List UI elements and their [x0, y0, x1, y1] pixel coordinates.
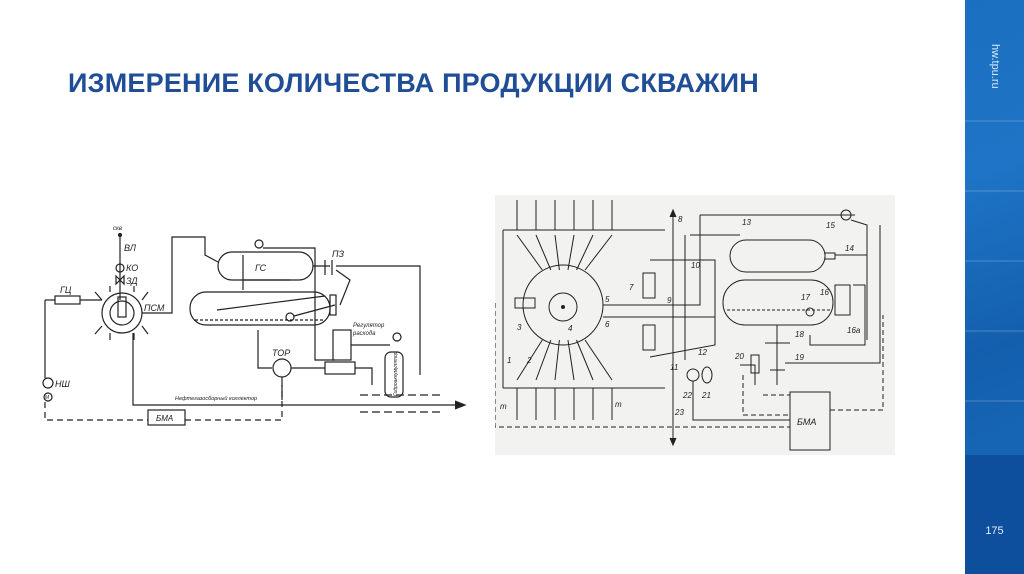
item-21-icon — [701, 366, 713, 384]
well-line — [535, 339, 552, 381]
page-number: 175 — [985, 525, 1004, 537]
num-17: 17 — [801, 293, 810, 302]
num-16: 16 — [820, 288, 829, 297]
label-gc: ГЦ — [60, 285, 72, 295]
num-20: 20 — [734, 352, 744, 361]
label-tor: ТОР — [272, 348, 290, 358]
psm-switch-icon — [101, 292, 143, 334]
num-15: 15 — [826, 221, 835, 230]
num-12: 12 — [698, 348, 707, 357]
motor-icon — [43, 392, 53, 402]
label-collector: Нефтегазосборный коллектор — [175, 395, 257, 402]
well-measurement-scheme-right: 1 2 3 4 5 6 7 8 9 10 11 12 13 14 15 16 1… — [495, 195, 895, 455]
label-zd: ЗД — [126, 276, 138, 286]
label-bma-right: БМА — [797, 417, 816, 427]
hydro-drive-icon — [514, 297, 536, 309]
label-accumulator: Гидроаккумулятор — [393, 351, 399, 396]
pressure-gauge-icon — [254, 239, 264, 249]
label-ko: КО — [126, 263, 138, 273]
lower-vessel — [722, 279, 834, 326]
check-valve-icon — [115, 263, 125, 273]
item-22-icon — [686, 368, 700, 382]
num-22: 22 — [682, 391, 692, 400]
item-15-icon — [840, 209, 852, 221]
flow-regulator-icon — [332, 329, 352, 361]
well-line — [554, 234, 560, 271]
label-motor: М — [45, 395, 50, 401]
gate-valve-icon — [115, 274, 125, 286]
num-10: 10 — [691, 261, 700, 270]
num-19: 19 — [795, 353, 804, 362]
num-23: 23 — [674, 408, 684, 417]
label-m-right: m — [615, 400, 622, 409]
bma-block — [147, 409, 186, 426]
well-line — [576, 234, 594, 271]
well-line — [584, 234, 613, 271]
num-6: 6 — [605, 320, 610, 329]
site-url: hw.tpu.ru — [989, 44, 1001, 89]
label-vl: ВЛ — [124, 243, 137, 253]
label-well: скв — [113, 226, 122, 232]
well-measurement-scheme-left: скв ВЛ КО ЗД ГЦ ПСМ ГС ПЗ Регулятор расх… — [42, 226, 467, 426]
sidebar-banner: hw.tpu.ru 175 — [965, 0, 1024, 574]
well-line — [554, 339, 560, 381]
label-nsh: НШ — [55, 379, 70, 389]
num-3: 3 — [517, 323, 522, 332]
label-bma: БМА — [156, 414, 173, 423]
well-line — [584, 339, 613, 381]
item-20 — [750, 354, 760, 374]
num-18: 18 — [795, 330, 804, 339]
bma-block-right — [789, 391, 831, 451]
num-7: 7 — [629, 283, 634, 292]
hydro-accumulator-icon — [384, 351, 404, 398]
num-16a: 16а — [847, 326, 861, 335]
upper-vessel — [729, 239, 826, 273]
label-gs: ГС — [255, 263, 267, 273]
gear-pump-icon — [42, 377, 54, 389]
well-line — [516, 339, 543, 381]
num-14: 14 — [845, 244, 854, 253]
num-4: 4 — [568, 324, 573, 333]
num-8: 8 — [678, 215, 683, 224]
level-regulator-16 — [834, 284, 851, 316]
well-line — [567, 339, 575, 381]
item-14 — [824, 252, 836, 260]
label-pz: ПЗ — [332, 249, 345, 259]
valve-actuator-7 — [642, 272, 656, 299]
num-2: 2 — [526, 356, 532, 365]
turbine-flowmeter-icon — [272, 358, 292, 378]
num-5: 5 — [605, 295, 610, 304]
label-regulator-2: расхода — [352, 331, 376, 337]
num-21: 21 — [701, 391, 711, 400]
label-m-left: m — [500, 402, 507, 411]
label-psm: ПСМ — [144, 303, 165, 313]
slide-title: ИЗМЕРЕНИЕ КОЛИЧЕСТВА ПРОДУКЦИИ СКВАЖИН — [68, 68, 759, 98]
well-line — [567, 234, 575, 271]
num-1: 1 — [507, 356, 511, 365]
sidebar-footer — [965, 455, 1024, 574]
label-regulator-1: Регулятор — [353, 323, 385, 329]
num-13: 13 — [742, 218, 751, 227]
well-line — [516, 234, 543, 271]
num-9: 9 — [667, 296, 672, 305]
hydro-cylinder-icon — [54, 295, 81, 305]
well-line — [535, 234, 552, 271]
num-11: 11 — [670, 363, 678, 372]
well-line — [576, 339, 594, 381]
